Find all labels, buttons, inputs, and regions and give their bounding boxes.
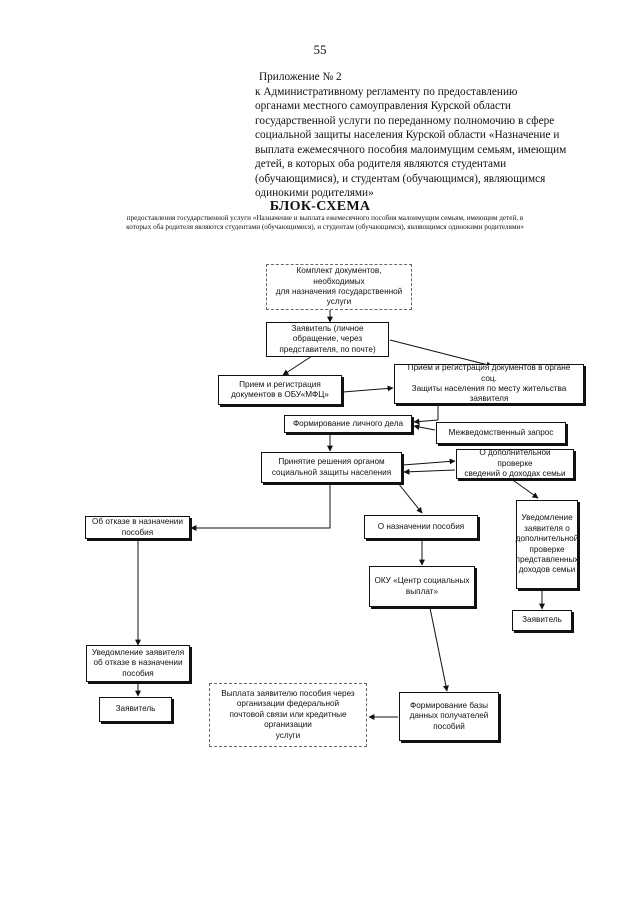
arrow-applicant-to-mfc <box>282 355 313 376</box>
subtitle-line: которых оба родителя являются студентами… <box>126 223 524 232</box>
appendix-line: к Административному регламенту по предос… <box>255 85 518 98</box>
arrow-oku-to-database <box>429 607 449 692</box>
box-notify-refusal: Уведомление заявителя об отказе в назнач… <box>86 645 190 682</box>
box-database: Формирование базы данных получателей пос… <box>399 692 499 741</box>
box-documents-set: Комплект документов, необходимых для наз… <box>266 264 412 310</box>
box-line: социальной защиты населения <box>271 467 392 477</box>
diagram-subtitle: предоставления государственной услуги «Н… <box>75 214 575 232</box>
box-decision: Принятие решения органом социальной защи… <box>261 452 402 483</box>
arrow-mfc-to-social <box>342 385 394 393</box>
box-payment: Выплата заявителю пособия через организа… <box>209 683 367 747</box>
box-line: Уведомление <box>521 513 573 523</box>
box-refusal: Об отказе в назначении пособия <box>85 516 190 539</box>
box-applicant-left: Заявитель <box>99 697 172 722</box>
box-line: Об отказе в назначении <box>92 517 183 527</box>
subtitle-line: предоставления государственной услуги «Н… <box>126 214 524 222</box>
appendix-line: Приложение № 2 <box>259 71 342 83</box>
arrow-decision-to-refusal <box>190 482 331 531</box>
box-line: представленных <box>515 554 579 564</box>
appendix-header: Приложение № 2 к Административному регла… <box>255 70 595 201</box>
arrow-decision-to-assignment <box>397 482 423 514</box>
box-line: сведений о доходах семьи <box>464 469 566 479</box>
box-line: проверке <box>529 544 565 554</box>
box-line: об отказе в назначении <box>93 658 183 668</box>
box-line: представителя, по почте) <box>279 344 376 354</box>
box-line: данных получателей <box>409 711 489 721</box>
box-line: О дополнительной проверке <box>479 448 551 468</box>
box-reception-mfc: Прием и регистрация документов в ОБУ«МФЦ… <box>218 375 342 405</box>
box-line: Прием и регистрация документов в органе … <box>407 363 571 383</box>
arrow-applicant-to-social <box>389 339 493 368</box>
box-line: выплат» <box>405 586 439 596</box>
box-applicant-right: Заявитель <box>512 610 572 631</box>
box-line: документов в ОБУ«МФЦ» <box>231 390 329 399</box>
box-line: организации <box>264 720 312 730</box>
box-assignment: О назначении пособия <box>364 515 478 539</box>
box-line: обращение, через <box>292 334 363 344</box>
box-applicant-request: Заявитель (личное обращение, через предс… <box>266 322 389 357</box>
appendix-line: (обучающимися), и студентам (обучающимся… <box>255 172 546 185</box>
box-line: Защиты населения по месту жительства <box>411 384 567 393</box>
box-line: Формирование личного дела <box>292 418 404 428</box>
box-line: Принятие решения органом <box>278 457 385 467</box>
appendix-line: детей, в которых оба родителя являются с… <box>255 158 507 170</box>
diagram-title: БЛОК-СХЕМА <box>269 199 371 214</box>
arrow-check-to-notify <box>509 477 539 499</box>
box-line: Прием и регистрация <box>239 379 321 389</box>
box-line: дополнительной <box>515 534 579 544</box>
box-line: Заявитель <box>522 615 562 625</box>
box-line: доходов семьи <box>518 565 576 575</box>
box-line: Уведомление заявителя <box>91 647 185 657</box>
box-line: Формирование базы <box>410 700 488 710</box>
box-interagency-request: Межведомственный запрос <box>436 422 566 444</box>
arrow-decision-to-check <box>402 458 456 466</box>
box-notify-check: Уведомление заявителя о дополнительной п… <box>516 500 578 589</box>
box-line: пособия <box>122 668 154 678</box>
box-line: Заявитель (личное <box>291 323 364 333</box>
box-oku-center: ОКУ «Центр социальных выплат» <box>369 566 475 607</box>
box-additional-check: О дополнительной проверке сведений о дох… <box>456 448 574 479</box>
box-line: заявителя <box>469 394 509 404</box>
appendix-line: одинокими родителями» <box>255 187 374 199</box>
appendix-line: выплата ежемесячного пособия малоимущим … <box>255 143 567 156</box>
arrow-social-to-file-h <box>413 418 439 425</box>
box-line: услуги <box>275 730 301 740</box>
appendix-line: социальной защиты населения Курской обла… <box>255 129 560 141</box>
box-reception-social: Прием и регистрация документов в органе … <box>394 363 584 404</box>
box-line: ОКУ «Центр социальных <box>374 576 470 586</box>
box-line: Комплект документов, необходимых <box>296 266 382 286</box>
box-line: услуги <box>326 297 352 307</box>
arrow-check-to-decision <box>403 468 456 475</box>
box-line: организации федеральной <box>236 699 340 709</box>
box-line: Межведомственный запрос <box>448 427 554 437</box>
box-line: заявителя о <box>524 523 570 533</box>
box-personal-file: Формирование личного дела <box>284 415 412 433</box>
box-line: для назначения государственной <box>275 287 403 296</box>
arrow-interagency-to-file <box>413 424 436 431</box>
box-line: Выплата заявителю пособия через <box>221 688 355 698</box>
box-line: пособия <box>121 527 154 537</box>
appendix-line: государственной услуги по переданному по… <box>255 114 555 127</box>
box-line: О назначении пособия <box>377 521 465 531</box>
page-number: 55 <box>313 42 327 57</box>
box-line: пособий <box>433 721 465 731</box>
box-line: почтовой связи или кредитные <box>229 709 347 719</box>
appendix-line: органами местного самоуправления Курской… <box>255 100 511 112</box>
box-line: Заявитель <box>115 704 156 714</box>
